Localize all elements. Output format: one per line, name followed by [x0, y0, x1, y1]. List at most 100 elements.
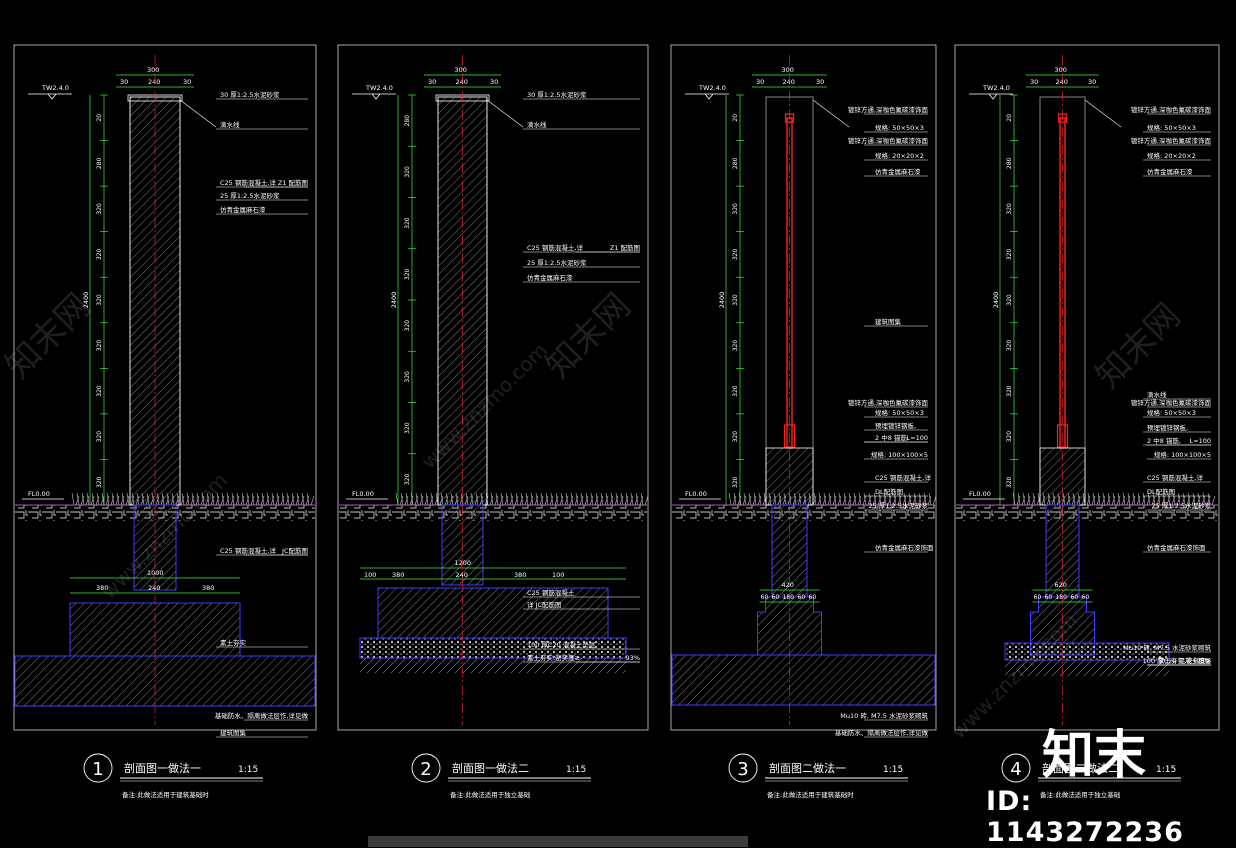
- footing: [69, 602, 241, 657]
- brand-logo: 知末: [1042, 726, 1147, 786]
- dim-footing: 380: [514, 571, 526, 579]
- annotation-label: 详 JC配筋图: [527, 600, 562, 609]
- dim-side-value: 280: [732, 157, 739, 169]
- dim-side-value: 320: [404, 473, 411, 485]
- section-scale: 1:15: [238, 765, 258, 775]
- dim-total-value: 2400: [718, 292, 726, 309]
- annotation-label: DL配筋图: [875, 487, 903, 496]
- dim-footing: 60: [761, 594, 769, 601]
- annotation-label: 滴水线: [1147, 390, 1167, 399]
- dim-side-value: 320: [732, 340, 739, 352]
- elevation-top-label: TW2.4.0: [41, 84, 69, 92]
- annotation-label: 基础防水、隔离做法层作,详见做: [835, 728, 929, 737]
- section-number-circle: [411, 753, 441, 783]
- elevation-top-label: TW2.4.0: [365, 84, 393, 92]
- elevation-ground-label: FL0.00: [352, 490, 374, 498]
- dim-side-value: 20: [1006, 114, 1013, 122]
- elevation-ground-label: FL0.00: [969, 490, 991, 498]
- dim-top-mid: 240: [1056, 78, 1068, 86]
- watermark-text: 知末网: [538, 286, 638, 386]
- dim-side-value: 320: [732, 249, 739, 261]
- annotation-label: L=100: [1190, 437, 1211, 445]
- annotation-label: 25 厚1:2.5水泥砂浆: [527, 258, 587, 267]
- annotation-label: 30 厚1:2.5水泥砂浆: [527, 90, 587, 99]
- section-note: 备注:此做法适用于建筑基础时: [122, 790, 209, 799]
- annotation-label: 滴水线: [220, 120, 240, 129]
- grass-line: [395, 492, 649, 506]
- elevation-triangle: [47, 93, 57, 100]
- dim-footing: 620: [1055, 581, 1067, 589]
- dim-footing: 380: [392, 571, 404, 579]
- dim-top-right: 30: [183, 78, 191, 86]
- annotation-label: C25 钢筋混凝土,详: [875, 473, 931, 482]
- dim-top-left: 30: [120, 78, 128, 86]
- annotation-label: 镀锌方通,深咖色氟碳漆饰面: [848, 105, 929, 114]
- dim-side-value: 320: [732, 203, 739, 215]
- dim-footing: 60: [1082, 594, 1090, 601]
- annotation-label: Mu10 砖, M7.5 水泥砂浆砌筑: [1123, 643, 1211, 652]
- dim-side-value: 20: [732, 114, 739, 122]
- watermark-text: 知末网: [1088, 296, 1188, 396]
- footing: [377, 587, 609, 639]
- dim-top-mid: 240: [783, 78, 795, 86]
- section-number: 1: [92, 759, 103, 780]
- section-title: 剖面图二做法一: [769, 761, 846, 775]
- dim-side-value: 320: [1006, 294, 1013, 306]
- annotation-label: JC配筋图: [281, 546, 308, 555]
- elevation-ground-label: FL0.00: [685, 490, 707, 498]
- section-number-circle: [1001, 753, 1031, 783]
- annotation-label: Z1 配筋图: [278, 178, 308, 187]
- annotation-label: 规格: 20×20×2: [875, 151, 924, 160]
- dim-top-left: 30: [1030, 78, 1038, 86]
- leader-line: [812, 99, 850, 128]
- dim-side-value: 320: [732, 476, 739, 488]
- leader-line: [1084, 99, 1122, 128]
- dim-side-value: 280: [96, 157, 103, 169]
- annotation-label: 100 厚C20 混凝土垫层: [527, 640, 596, 649]
- section-number: 3: [737, 759, 748, 780]
- elevation-ground-label: FL0.00: [28, 490, 50, 498]
- dim-side-value: 320: [1006, 476, 1013, 488]
- section-note: 备注:此做法适用于建筑基础时: [767, 790, 854, 799]
- dim-side-value: 280: [404, 115, 411, 127]
- annotation-label: 镀锌方通,深咖色氟碳漆饰面: [848, 398, 929, 407]
- dim-footing: 180: [783, 594, 795, 601]
- id-label: ID: 1143272236: [986, 786, 1184, 848]
- annotation-label: 规格: 50×50×3: [1147, 408, 1196, 417]
- dim-side-value: 320: [96, 340, 103, 352]
- annotation-label: 规格: 20×20×2: [1147, 151, 1196, 160]
- section-number: 4: [1010, 759, 1021, 780]
- annotation-label: C25 钢筋混凝土,详: [527, 243, 583, 252]
- section-scale: 1:15: [566, 765, 586, 775]
- section-number-circle: [728, 753, 758, 783]
- dim-total-value: 2400: [390, 292, 398, 309]
- dim-side-value: 320: [404, 371, 411, 383]
- annotation-label: 2 中8 锚筋,: [875, 433, 909, 442]
- annotation-label: Z1 配筋图: [610, 243, 640, 252]
- dim-side-value: 280: [1006, 157, 1013, 169]
- elevation-top-label: TW2.4.0: [698, 84, 726, 92]
- dim-side-value: 320: [96, 249, 103, 261]
- dim-side-value: 320: [96, 476, 103, 488]
- annotation-label: 25 厚1:2.5水泥砂浆: [869, 501, 929, 510]
- slab-base: [671, 654, 936, 706]
- bottom-scrollbar[interactable]: [368, 836, 748, 847]
- elevation-triangle: [704, 93, 714, 100]
- annotation-label: 建筑图集: [220, 728, 247, 737]
- dim-top-total: 300: [1055, 66, 1067, 74]
- dim-side-value: 320: [1006, 340, 1013, 352]
- annotation-label: C25 钢筋混凝土,详: [220, 178, 276, 187]
- paving-layer: [956, 505, 1218, 521]
- dim-side-value: 320: [732, 385, 739, 397]
- annotation-label: DL配筋图: [1147, 487, 1175, 496]
- elevation-triangle: [988, 93, 998, 100]
- slab-base: [14, 655, 316, 707]
- dim-top-total: 300: [455, 66, 467, 74]
- annotation-label: Mu10 砖, M7.5 水泥砂浆砌筑: [840, 711, 928, 720]
- dim-top-right: 30: [816, 78, 824, 86]
- dim-side-value: 320: [96, 385, 103, 397]
- annotation-label: 仿青金属麻石漆饰面: [1147, 543, 1206, 552]
